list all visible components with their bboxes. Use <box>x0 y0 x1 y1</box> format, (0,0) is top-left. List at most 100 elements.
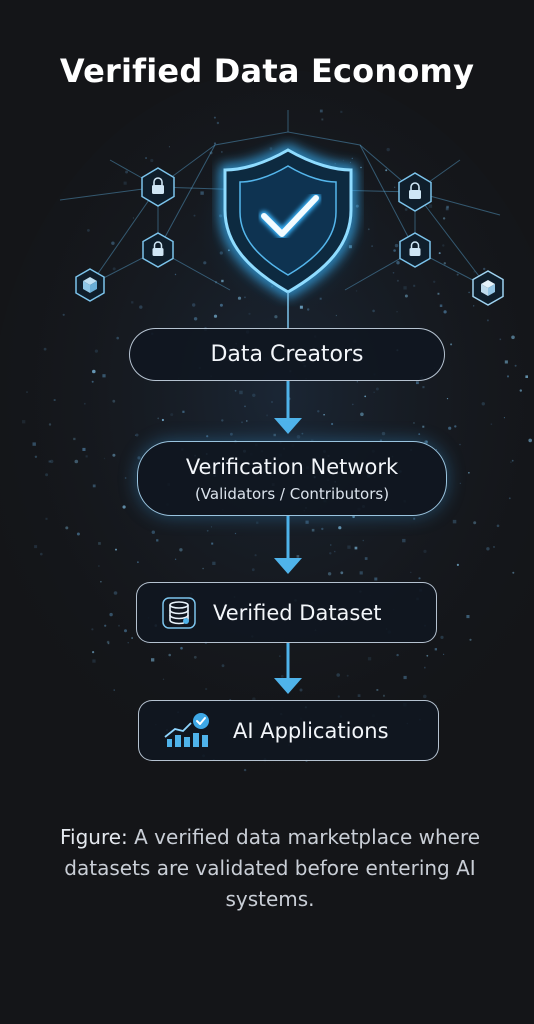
particle-dot <box>122 505 126 509</box>
particle-dot <box>450 343 453 346</box>
particle-dot <box>418 577 421 580</box>
particle-dot <box>330 544 332 546</box>
particle-dot <box>507 375 509 378</box>
particle-dot <box>321 118 324 121</box>
particle-dot <box>423 694 427 699</box>
particle-dot <box>112 399 116 403</box>
particle-dot <box>213 142 217 145</box>
particle-dot <box>124 629 127 633</box>
particle-dot <box>404 294 408 298</box>
ai-applications-node: AI Applications <box>138 700 439 761</box>
particle-dot <box>212 561 216 565</box>
particle-dot <box>305 520 309 524</box>
particle-dot <box>490 423 493 425</box>
particle-dot <box>98 565 100 567</box>
particle-dot <box>340 571 344 575</box>
particle-dot <box>452 519 457 524</box>
particle-dot <box>403 675 407 680</box>
particle-dot <box>319 109 323 113</box>
particle-dot <box>334 550 336 553</box>
particle-dot <box>508 497 511 500</box>
particle-dot <box>180 646 183 650</box>
particle-dot <box>413 517 416 520</box>
particle-dot <box>493 546 495 548</box>
verification-network-sublabel: (Validators / Contributors) <box>194 484 390 503</box>
figure-caption: Figure: A verified data marketplace wher… <box>40 822 500 915</box>
particle-dot <box>372 309 375 313</box>
particle-dot <box>102 374 106 378</box>
particle-dot <box>210 526 213 528</box>
particle-dot <box>112 453 116 457</box>
particle-dot <box>221 664 225 668</box>
particle-dot <box>115 548 117 551</box>
particle-dot <box>40 552 43 556</box>
particle-dot <box>107 642 110 645</box>
particle-dot <box>134 434 137 436</box>
particle-dot <box>413 284 416 287</box>
particle-dot <box>168 653 171 657</box>
particle-dot <box>112 267 116 271</box>
particle-dot <box>336 673 341 677</box>
particle-dot <box>145 157 147 159</box>
particle-dot <box>230 432 233 436</box>
particle-dot <box>459 482 461 484</box>
arrow-down-icon <box>274 516 302 574</box>
particle-dot <box>92 484 96 488</box>
particle-dot <box>486 319 489 322</box>
particle-dot <box>100 581 102 583</box>
particle-dot <box>331 422 334 426</box>
particle-dot <box>26 391 28 393</box>
particle-dot <box>445 207 449 211</box>
particle-dot <box>468 291 470 294</box>
particle-dot <box>193 317 198 321</box>
particle-dot <box>74 459 79 464</box>
particle-dot <box>504 360 508 364</box>
particle-dot <box>170 413 174 417</box>
particle-dot <box>373 391 375 393</box>
particle-dot <box>162 678 165 680</box>
particle-dot <box>109 612 113 617</box>
particle-dot <box>157 417 160 420</box>
particle-dot <box>383 694 385 697</box>
particle-dot <box>271 401 273 403</box>
particle-dot <box>206 529 209 532</box>
particle-dot <box>440 635 444 640</box>
cube-icon <box>75 268 105 302</box>
particle-dot <box>394 186 396 188</box>
particle-dot <box>92 659 96 663</box>
particle-dot <box>338 526 342 530</box>
arrow-down-icon <box>274 381 302 434</box>
particle-dot <box>219 303 223 307</box>
particle-dot <box>213 116 216 119</box>
particle-dot <box>511 335 515 340</box>
particle-dot <box>311 528 315 532</box>
particle-dot <box>279 655 281 657</box>
particle-dot <box>446 205 449 209</box>
verification-network-label: Verification Network <box>185 454 399 479</box>
particle-dot <box>443 653 445 655</box>
verification-network-node: Verification Network (Validators / Contr… <box>137 441 447 516</box>
particle-dot <box>296 435 301 439</box>
particle-dot <box>151 530 155 534</box>
particle-dot <box>113 591 118 595</box>
particle-dot <box>273 433 276 437</box>
particle-dot <box>481 402 485 406</box>
lock-icon <box>399 232 431 268</box>
particle-dot <box>403 286 407 290</box>
particle-dot <box>103 457 106 460</box>
particle-dot <box>340 110 343 113</box>
particle-dot <box>296 555 300 558</box>
particle-dot <box>252 697 256 701</box>
particle-dot <box>62 313 65 316</box>
particle-dot <box>355 290 358 292</box>
particle-dot <box>87 229 90 232</box>
particle-dot <box>248 312 251 315</box>
particle-dot <box>34 545 38 549</box>
particle-dot <box>519 389 522 392</box>
page-title: Verified Data Economy <box>59 52 475 90</box>
particle-dot <box>137 561 139 564</box>
particle-dot <box>473 271 475 273</box>
particle-dot <box>174 273 177 276</box>
particle-dot <box>32 442 36 446</box>
particle-dot <box>131 637 133 639</box>
